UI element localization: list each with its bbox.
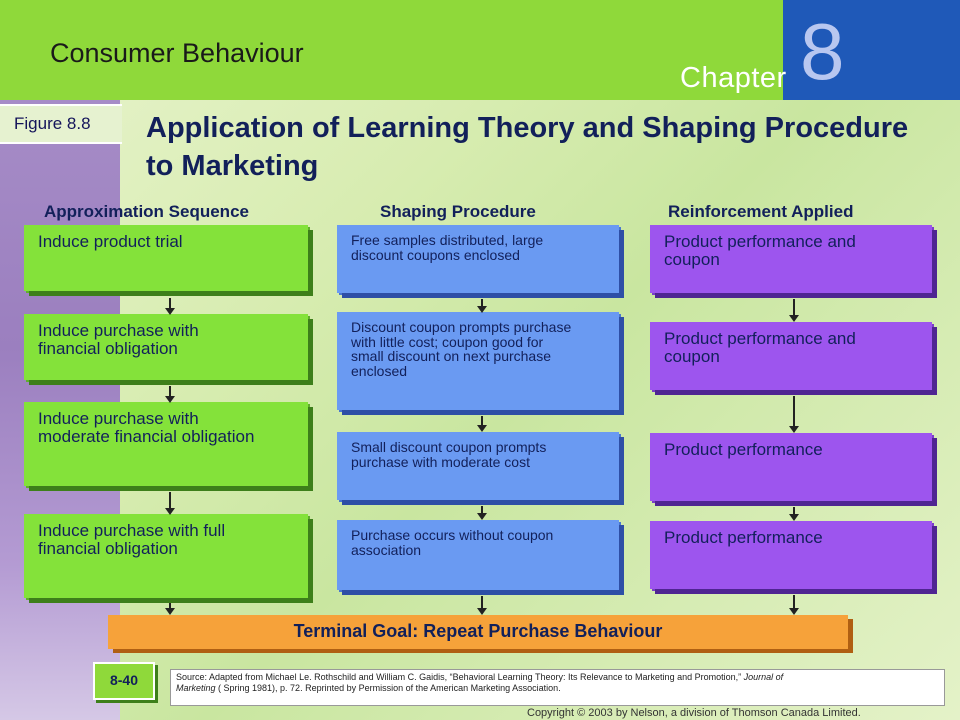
arrow-down: [789, 507, 799, 521]
terminal-goal-bar: [108, 615, 848, 649]
reinforcement-step-1: Product performance and coupon: [650, 225, 932, 293]
arrow-down: [789, 595, 799, 615]
shaping-step-4: Purchase occurs without coupon associati…: [337, 520, 619, 590]
reinforcement-step-1-text: Product performance and coupon: [664, 232, 856, 269]
chapter-number: 8: [800, 7, 845, 96]
source-box: [170, 669, 945, 706]
arrow-down: [477, 506, 487, 520]
page-number: 8-40: [109, 672, 139, 688]
shaping-step-2: Discount coupon prompts purchase with li…: [337, 312, 619, 410]
arrow-down: [165, 386, 175, 403]
source-prefix: Source: Adapted from Michael Le. Rothsch…: [176, 672, 744, 682]
arrow-down: [789, 396, 799, 433]
header-bar: [0, 0, 783, 100]
reinforcement-step-4: Product performance: [650, 521, 932, 589]
page-number-badge: [93, 662, 155, 700]
source-journal-2: Marketing: [176, 683, 216, 694]
arrow-down: [165, 492, 175, 515]
approximation-step-3: Induce purchase with moderate financial …: [24, 402, 308, 486]
chapter-block: [783, 0, 960, 100]
arrow-down: [477, 596, 487, 615]
figure-label: Figure 8.8: [14, 114, 91, 133]
approximation-step-3-text: Induce purchase with moderate financial …: [38, 409, 255, 446]
course-title: Consumer Behaviour: [50, 38, 304, 68]
approximation-step-4: Induce purchase with full financial obli…: [24, 514, 308, 598]
arrow-down: [477, 299, 487, 313]
arrow-down: [477, 416, 487, 432]
column-header-approximation: Approximation Sequence: [44, 202, 249, 221]
reinforcement-step-3-text: Product performance: [664, 440, 823, 459]
arrow-down: [165, 603, 175, 615]
shaping-step-2-text: Discount coupon prompts purchase with li…: [351, 319, 572, 380]
approximation-step-1: Induce product trial: [24, 225, 308, 291]
terminal-goal-text: Terminal Goal: Repeat Purchase Behaviour: [293, 621, 663, 641]
approximation-step-2: Induce purchase with financial obligatio…: [24, 314, 308, 380]
arrow-down: [789, 299, 799, 322]
copyright-text: Copyright © 2003 by Nelson, a division o…: [527, 707, 861, 719]
shaping-step-1: Free samples distributed, large discount…: [337, 225, 619, 293]
reinforcement-step-4-text: Product performance: [664, 528, 823, 547]
reinforcement-step-3: Product performance: [650, 433, 932, 501]
shaping-step-3-text: Small discount coupon prompts purchase w…: [351, 439, 547, 470]
reinforcement-step-2: Product performance and coupon: [650, 322, 932, 390]
approximation-step-4-text: Induce purchase with full financial obli…: [38, 521, 226, 558]
shaping-step-3: Small discount coupon prompts purchase w…: [337, 432, 619, 500]
reinforcement-step-2-text: Product performance and coupon: [664, 329, 856, 366]
source-suffix: ( Spring 1981), p. 72. Reprinted by Perm…: [215, 683, 561, 694]
approximation-step-1-text: Induce product trial: [38, 232, 183, 251]
shaping-step-4-text: Purchase occurs without coupon associati…: [351, 527, 554, 558]
approximation-step-2-text: Induce purchase with financial obligatio…: [38, 321, 199, 358]
figure-tab: [0, 104, 122, 144]
column-header-reinforcement: Reinforcement Applied: [668, 202, 854, 221]
source-citation: Source: Adapted from Michael Le. Rothsch…: [176, 672, 941, 695]
slide-title: Application of Learning Theory and Shapi…: [146, 112, 909, 182]
chapter-label: Chapter: [680, 62, 787, 94]
shaping-step-1-text: Free samples distributed, large discount…: [351, 232, 544, 263]
source-journal-1: Journal of: [743, 672, 784, 682]
column-header-shaping: Shaping Procedure: [380, 202, 536, 221]
arrow-down: [165, 298, 175, 315]
